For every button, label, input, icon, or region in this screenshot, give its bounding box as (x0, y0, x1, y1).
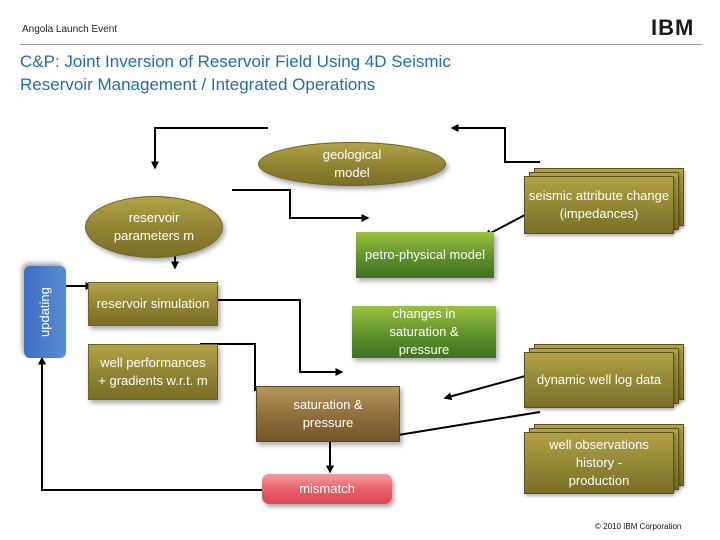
title-line-1: C&P: Joint Inversion of Reservoir Field … (20, 52, 451, 71)
well-performances-label: well performances + gradients w.r.t. m (98, 355, 208, 388)
reservoir-parameters-label: reservoir parameters m (113, 210, 195, 243)
arrow-observations-to-saturation (390, 411, 541, 439)
observations-sheet-front (524, 432, 674, 494)
updating-node: updating (24, 266, 66, 358)
arrow-mismatch-feedback (38, 356, 262, 491)
saturation-pressure-node: saturation & pressure (256, 386, 400, 442)
well-observations-label: well observations history - production (549, 437, 649, 488)
ibm-logo: IBM (651, 17, 703, 39)
arrow-seismic-to-geology (450, 124, 540, 163)
well-performances-node: well performances + gradients w.r.t. m (88, 344, 218, 400)
changes-saturation-node: changes in saturation & pressure (352, 306, 496, 358)
arrow-sim-to-changes (215, 299, 344, 376)
seismic-attribute-stack: seismic attribute change (impedances) (524, 168, 686, 234)
reservoir-simulation-label: reservoir simulation (96, 296, 210, 311)
title-line-2: Reservoir Management / Integrated Operat… (20, 75, 376, 94)
geological-model-label: geological model (322, 147, 382, 180)
petro-physical-model-node: petro-physical model (356, 232, 494, 278)
well-observations-stack: well observations history - production (524, 424, 686, 494)
dynamic-sheet-front (524, 352, 674, 408)
saturation-pressure-label: saturation & pressure (293, 397, 363, 430)
reservoir-simulation-node: reservoir simulation (88, 282, 218, 326)
petro-physical-model-label: petro-physical model (365, 247, 485, 262)
header-divider (20, 44, 702, 45)
changes-saturation-label: changes in saturation & pressure (389, 306, 459, 357)
dynamic-well-log-label: dynamic well log data (536, 372, 662, 387)
reservoir-parameters-node: reservoir parameters m (85, 196, 223, 258)
slide-title: C&P: Joint Inversion of Reservoir Field … (20, 50, 451, 96)
copyright-footer: © 2010 IBM Corporation (595, 522, 682, 531)
dynamic-well-log-stack: dynamic well log data (524, 344, 686, 408)
seismic-attribute-label: seismic attribute change (impedances) (528, 188, 670, 221)
geological-model-node: geological model (258, 142, 446, 186)
arrow-geology-to-petro (232, 189, 370, 222)
event-name: Angola Launch Event (22, 24, 118, 35)
arrow-top-loop (151, 127, 268, 170)
updating-label: updating (37, 287, 52, 337)
seismic-sheet-front (524, 176, 674, 234)
mismatch-label: mismatch (299, 481, 355, 496)
mismatch-node: mismatch (262, 474, 392, 504)
